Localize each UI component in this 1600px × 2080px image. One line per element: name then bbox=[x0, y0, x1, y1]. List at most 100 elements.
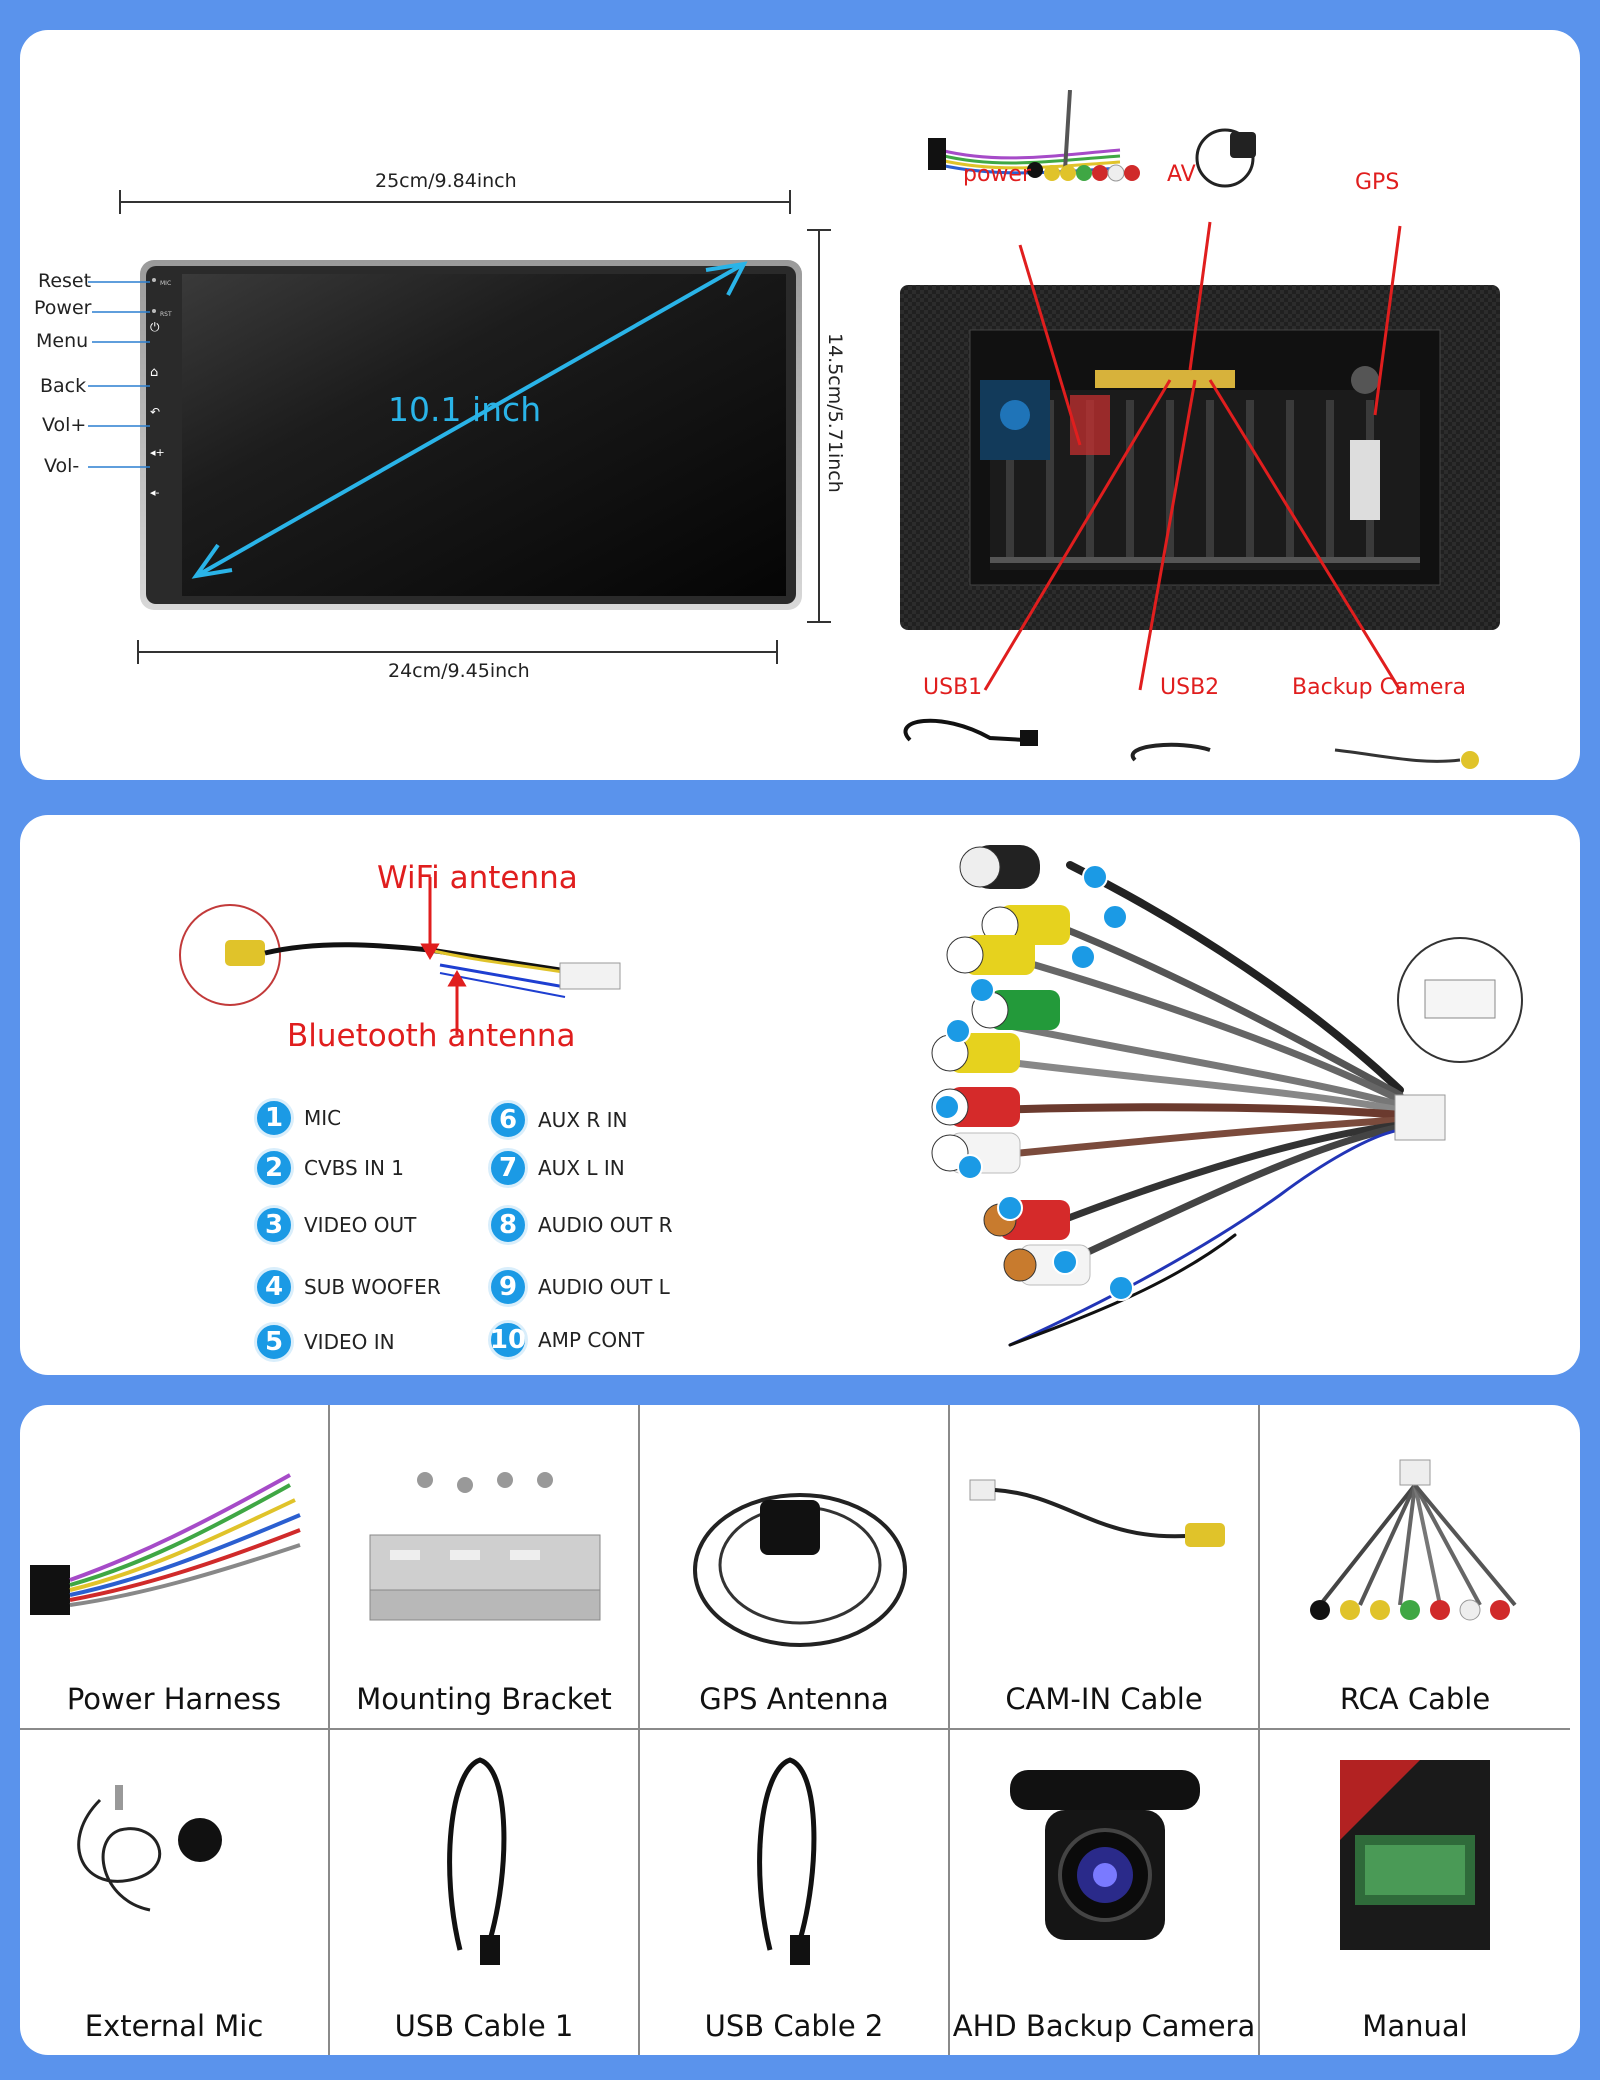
legend-label: AUX R IN bbox=[538, 1108, 628, 1132]
reset-label: Reset bbox=[38, 270, 92, 292]
cam-in-cable-image bbox=[969, 1479, 1225, 1547]
accessory-label: Manual bbox=[1362, 2009, 1468, 2043]
power-icon[interactable]: ⏻ bbox=[150, 320, 160, 334]
power-harness-image bbox=[30, 1473, 301, 1615]
legend-number: 1 bbox=[254, 1098, 294, 1138]
backup-camera-port-label: Backup Camera bbox=[1292, 675, 1466, 700]
diagonal-arrow bbox=[88, 261, 748, 579]
legend-item: 1 MIC bbox=[254, 1098, 341, 1138]
rca-cable-image bbox=[1310, 1459, 1517, 1621]
wiring-panel: WiFi antenna Bluetooth antenna 1 MIC 2 CVB… bbox=[20, 815, 1580, 1375]
legend-item: 3 VIDEO OUT bbox=[254, 1205, 416, 1245]
accessory-label: CAM-IN Cable bbox=[1005, 1682, 1203, 1716]
volume-up-icon[interactable]: ◂+ bbox=[150, 446, 165, 459]
legend-label: AUDIO OUT L bbox=[538, 1275, 670, 1299]
connector-3 bbox=[946, 935, 1035, 975]
accessory-cell: External Mic bbox=[20, 1730, 330, 2055]
ahd-backup-camera-image bbox=[1010, 1770, 1200, 1940]
legend-number: 7 bbox=[488, 1148, 528, 1188]
usb-cable-2-image bbox=[757, 1757, 817, 1965]
diagonal-size-label: 10.1 inch bbox=[388, 390, 542, 429]
accessories-panel: Power Harness Mounting Bracket GPS Anten… bbox=[20, 1405, 1580, 2055]
volume-down-icon[interactable]: ◂- bbox=[150, 486, 160, 499]
antenna-cable-illustration bbox=[179, 877, 621, 1035]
accessory-cell: USB Cable 1 bbox=[330, 1730, 640, 2055]
gps-thumb bbox=[1195, 128, 1256, 188]
vol-down-label: Vol- bbox=[44, 455, 80, 477]
rca-harness-illustration bbox=[931, 845, 1523, 1347]
accessory-cell: USB Cable 2 bbox=[640, 1730, 950, 2055]
width-top-label: 25cm/9.84inch bbox=[375, 170, 517, 192]
accessory-cell: Mounting Bracket bbox=[330, 1405, 640, 1730]
gps-port-label: GPS bbox=[1355, 170, 1400, 195]
power-label: Power bbox=[34, 297, 92, 319]
legend-label: MIC bbox=[304, 1106, 342, 1130]
accessory-label: GPS Antenna bbox=[699, 1682, 889, 1716]
dimension-lines bbox=[119, 190, 831, 664]
legend-label: VIDEO OUT bbox=[304, 1213, 417, 1237]
rear-fins bbox=[990, 390, 1420, 570]
av-port-label: AV bbox=[1167, 162, 1196, 187]
legend-item: 9 AUDIO OUT L bbox=[488, 1267, 670, 1307]
bluetooth-antenna-label: Bluetooth antenna bbox=[287, 1018, 576, 1054]
usb2-thumb bbox=[1130, 742, 1211, 762]
legend-number: 9 bbox=[488, 1267, 528, 1307]
usb1-port-label: USB1 bbox=[923, 675, 983, 700]
mounting-bracket-image bbox=[369, 1472, 601, 1621]
legend-number: 2 bbox=[254, 1148, 294, 1188]
accessory-label: USB Cable 1 bbox=[394, 2009, 574, 2043]
back-icon[interactable]: ↶ bbox=[150, 405, 161, 419]
legend-label: SUB WOOFER bbox=[304, 1275, 441, 1299]
legend-label: AUX L IN bbox=[538, 1156, 625, 1180]
width-bottom-label: 24cm/9.45inch bbox=[388, 660, 530, 682]
accessory-cell: CAM-IN Cable bbox=[950, 1405, 1260, 1730]
connector-8 bbox=[983, 1200, 1070, 1240]
connector-5 bbox=[931, 1033, 1020, 1073]
legend-label: AMP CONT bbox=[538, 1328, 645, 1352]
legend-label: VIDEO IN bbox=[304, 1330, 395, 1354]
home-icon[interactable]: ⌂ bbox=[150, 365, 159, 380]
legend-item: 2 CVBS IN 1 bbox=[254, 1148, 404, 1188]
legend-number: 5 bbox=[254, 1322, 294, 1362]
power-port-label: power bbox=[963, 162, 1031, 187]
dimensions-panel: 25cm/9.84inch 24cm/9.45inch 14.5cm/5.71i… bbox=[20, 30, 1580, 780]
accessory-label: USB Cable 2 bbox=[704, 2009, 884, 2043]
wifi-antenna-label: WiFi antenna bbox=[377, 860, 578, 896]
port-pointer-lines bbox=[983, 221, 1402, 691]
back-label: Back bbox=[40, 375, 87, 397]
legend-number: 3 bbox=[254, 1205, 294, 1245]
av-cable-thumb bbox=[1027, 90, 1140, 182]
accessory-label: AHD Backup Camera bbox=[952, 2009, 1256, 2043]
usb1-thumb bbox=[903, 718, 1026, 742]
legend-label: CVBS IN 1 bbox=[304, 1156, 405, 1180]
accessory-cell: RCA Cable bbox=[1260, 1405, 1570, 1730]
vol-up-label: Vol+ bbox=[42, 414, 87, 436]
menu-label: Menu bbox=[36, 330, 89, 352]
accessory-cell: Power Harness bbox=[20, 1405, 330, 1730]
connector-1 bbox=[959, 845, 1040, 889]
mic-tag: MIC bbox=[160, 280, 172, 287]
usb-cable-1-image bbox=[447, 1757, 507, 1965]
accessory-cell: Manual bbox=[1260, 1730, 1570, 2055]
rear-panel-illustration bbox=[900, 90, 1500, 769]
gps-antenna-image bbox=[693, 1493, 907, 1647]
legend-item: 4 SUB WOOFER bbox=[254, 1267, 441, 1307]
manual-image bbox=[1340, 1760, 1490, 1950]
rst-tag: RST bbox=[160, 311, 172, 318]
head-unit-illustration bbox=[140, 260, 802, 610]
legend-number: 10 bbox=[488, 1320, 528, 1360]
external-mic-image bbox=[77, 1785, 222, 1912]
camera-cable-thumb bbox=[1334, 748, 1461, 763]
accessory-label: Mounting Bracket bbox=[356, 1682, 612, 1716]
legend-item: 10 AMP CONT bbox=[488, 1320, 644, 1360]
accessory-label: Power Harness bbox=[66, 1682, 282, 1716]
legend-item: 5 VIDEO IN bbox=[254, 1322, 395, 1362]
accessory-label: External Mic bbox=[84, 2009, 264, 2043]
accessory-cell: GPS Antenna bbox=[640, 1405, 950, 1730]
height-label: 14.5cm/5.71inch bbox=[824, 333, 846, 493]
accessory-label: RCA Cable bbox=[1339, 1682, 1491, 1716]
legend-label: AUDIO OUT R bbox=[538, 1213, 673, 1237]
legend-number: 4 bbox=[254, 1267, 294, 1307]
